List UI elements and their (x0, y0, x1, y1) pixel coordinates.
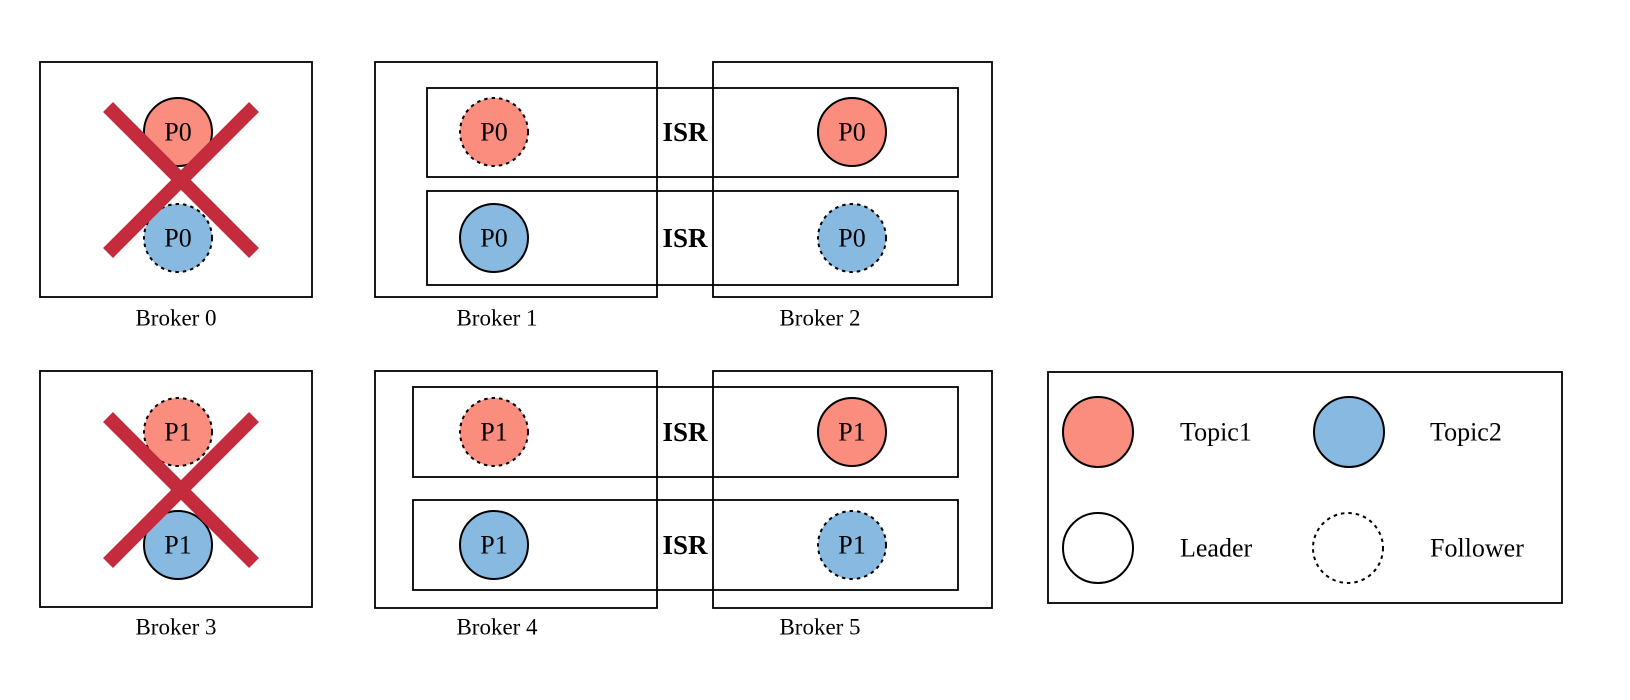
isr-group-box-topic2-p1 (412, 499, 959, 591)
broker-1-partitions: P0 P0 (459, 97, 529, 273)
partition-label: P1 (838, 418, 865, 447)
isr-group-box-topic1-p1 (412, 386, 959, 478)
broker-3-box (39, 370, 313, 608)
partition-circle-broker4-topic1-follower (459, 397, 529, 467)
failure-cross-broker0 (103, 102, 259, 258)
partition-circle-broker5-topic2-follower (817, 510, 887, 580)
partition-circle-broker2-topic1-leader (817, 97, 887, 167)
broker-4-label: Broker 4 (456, 615, 538, 640)
partition-circle-broker2-topic2-follower (817, 203, 887, 273)
broker-1-box (374, 61, 658, 298)
partition-circle-broker0-topic2-follower (143, 203, 213, 273)
broker-4-box (374, 370, 658, 609)
broker-3-partitions: P1 P1 (143, 397, 213, 580)
legend-box (1047, 371, 1563, 604)
isr-label: ISR (662, 117, 708, 147)
broker-1-label: Broker 1 (456, 306, 537, 331)
broker-5-partitions: P1 P1 (817, 397, 887, 580)
partition-circle-broker1-topic1-follower (459, 97, 529, 167)
broker-4-partitions: P1 P1 (459, 397, 529, 580)
partition-label: P0 (164, 224, 191, 253)
partition-label: P1 (838, 531, 865, 560)
partition-label: P0 (164, 118, 191, 147)
broker-0-label: Broker 0 (135, 306, 216, 331)
broker-3-label: Broker 3 (135, 615, 216, 640)
partition-label: P0 (838, 118, 865, 147)
broker-2-box (712, 61, 993, 298)
legend-leader-label: Leader (1180, 534, 1253, 563)
partition-circle-broker3-topic2-leader (143, 510, 213, 580)
broker-0-partitions: P0 P0 (143, 97, 213, 273)
broker-2-label: Broker 2 (779, 306, 860, 331)
partition-label: P1 (164, 531, 191, 560)
partition-circle-broker4-topic2-leader (459, 510, 529, 580)
isr-group-box-topic1-p0 (426, 87, 959, 178)
legend-topic2-swatch (1313, 396, 1385, 468)
broker-5-label: Broker 5 (779, 615, 860, 640)
partition-label: P0 (480, 118, 507, 147)
partition-circle-broker1-topic2-leader (459, 203, 529, 273)
partition-label: P1 (480, 531, 507, 560)
legend-leader-swatch (1062, 512, 1134, 584)
isr-label: ISR (662, 530, 708, 560)
broker-2-partitions: P0 P0 (817, 97, 887, 273)
legend-follower-label: Follower (1430, 534, 1524, 563)
legend-follower-swatch (1312, 512, 1384, 584)
partition-circle-broker5-topic1-leader (817, 397, 887, 467)
broker-0-box (39, 61, 313, 298)
legend-topic1-label: Topic1 (1180, 418, 1252, 447)
failure-cross-line (103, 102, 259, 258)
legend-topic2-label: Topic2 (1430, 418, 1502, 447)
partition-label: P0 (838, 224, 865, 253)
isr-label: ISR (662, 223, 708, 253)
isr-label: ISR (662, 417, 708, 447)
legend-topic1-swatch (1062, 396, 1134, 468)
broker-5-box (712, 370, 993, 609)
failure-cross-line (103, 412, 259, 568)
partition-label: P1 (480, 418, 507, 447)
partition-label: P0 (480, 224, 507, 253)
partition-label: P1 (164, 418, 191, 447)
isr-group-box-topic2-p0 (426, 190, 959, 286)
failure-cross-broker3 (103, 412, 259, 568)
partition-circle-broker3-topic1-follower (143, 397, 213, 467)
partition-circle-broker0-topic1-leader (143, 97, 213, 167)
legend: Topic1 Topic2 Leader Follower (1047, 371, 1563, 604)
